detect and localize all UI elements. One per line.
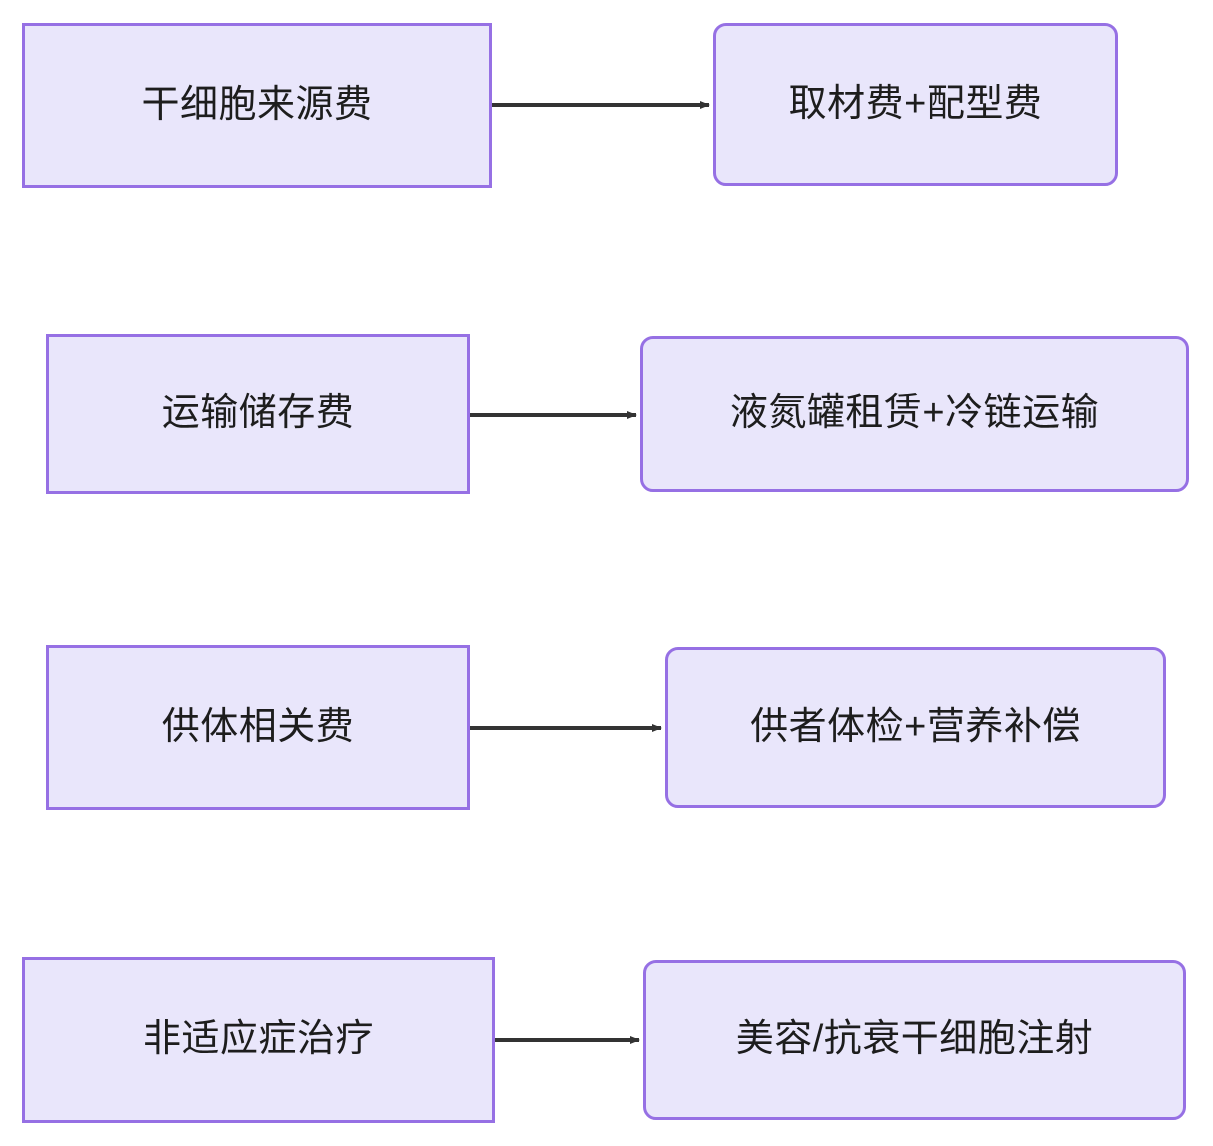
node-target-4[interactable]: 美容/抗衰干细胞注射 xyxy=(643,960,1186,1120)
node-target-1-label: 取材费+配型费 xyxy=(788,82,1043,125)
node-source-3-label: 供体相关费 xyxy=(161,705,355,748)
node-target-2[interactable]: 液氮罐租赁+冷链运输 xyxy=(640,336,1189,492)
node-target-3-label: 供者体检+营养补偿 xyxy=(750,705,1081,748)
node-source-1-label: 干细胞来源费 xyxy=(141,83,373,126)
node-source-4[interactable]: 非适应症治疗 xyxy=(22,957,495,1123)
node-source-3[interactable]: 供体相关费 xyxy=(46,645,470,810)
node-source-1[interactable]: 干细胞来源费 xyxy=(22,23,492,188)
node-source-2-label: 运输储存费 xyxy=(161,392,355,435)
node-target-4-label: 美容/抗衰干细胞注射 xyxy=(735,1018,1094,1061)
node-target-3[interactable]: 供者体检+营养补偿 xyxy=(665,647,1166,808)
node-source-4-label: 非适应症治疗 xyxy=(142,1018,374,1061)
node-target-2-label: 液氮罐租赁+冷链运输 xyxy=(729,392,1100,435)
node-source-2[interactable]: 运输储存费 xyxy=(46,334,470,494)
node-target-1[interactable]: 取材费+配型费 xyxy=(713,23,1118,186)
